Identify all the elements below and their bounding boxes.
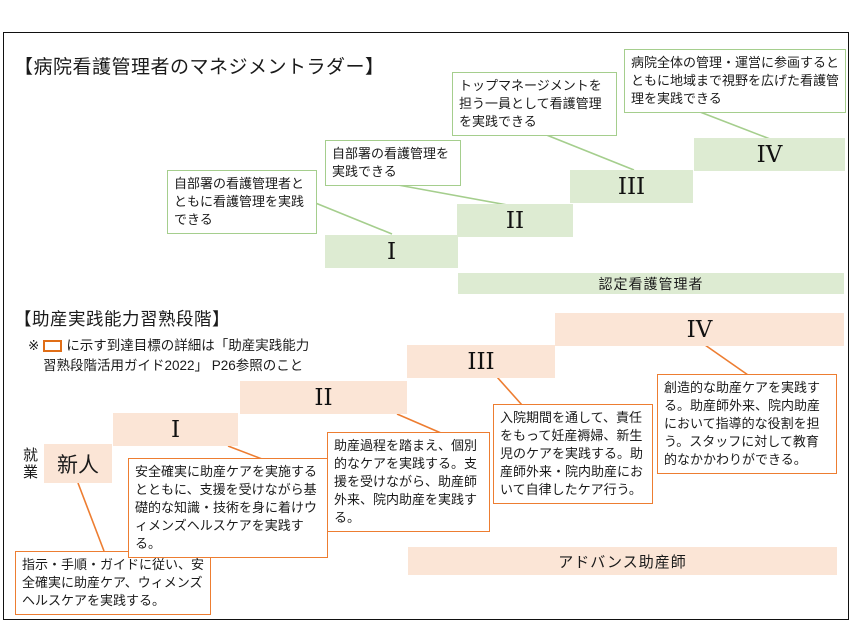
midwifery-step-2: II: [240, 381, 407, 414]
midwifery-step-1: I: [113, 413, 238, 446]
midwifery-step-3: III: [407, 345, 555, 378]
note-text-line1: に示す到達目標の詳細は「助産実践能力: [66, 338, 310, 353]
nursing-step-2: II: [457, 204, 573, 237]
note-text-line2: 習熟段階活用ガイド2022」 P26参照のこと: [43, 357, 304, 373]
nursing-step-2-callout: 自部署の看護管理を実践できる: [325, 140, 461, 186]
midwifery-step-3-label: III: [467, 348, 495, 375]
orange-box-legend-icon: [43, 339, 63, 352]
advanced-midwife-bar: アドバンス助産師: [408, 547, 837, 575]
nursing-step-1-callout: 自部署の看護管理者とともに看護管理を実践できる: [167, 170, 317, 234]
midwifery-ladder-title: 【助産実践能力習熟段階】: [14, 309, 230, 329]
employment-label: 就業: [21, 447, 38, 481]
nursing-step-1-label: I: [386, 238, 397, 265]
midwifery-step-2-label: II: [314, 384, 333, 411]
midwifery-step-2-callout: 助産過程を踏まえ、個別的なケアを実践する。支援を受けながら、助産師外来、院内助産…: [327, 432, 490, 532]
outer-frame: [3, 32, 849, 620]
nursing-step-2-label: II: [505, 207, 525, 234]
midwifery-step-3-callout: 入院期間を通して、責任をもって妊産褥婦、新生児のケアを実践する。助産師外来・院内…: [493, 404, 653, 504]
nursing-step-3-label: III: [617, 173, 646, 200]
midwifery-step-1-callout: 安全確実に助産ケアを実施するとともに、支援を受けながら基礎的な知識・技術を身に着…: [128, 458, 328, 558]
nursing-step-1: I: [325, 235, 458, 268]
nursing-step-4-callout: 病院全体の管理・運営に参画するとともに地域まで視野を広げた看護管理を実践できる: [624, 49, 846, 113]
note-marker: ※: [28, 338, 40, 353]
reference-note: ※ に示す到達目標の詳細は「助産実践能力 習熟段階活用ガイド2022」 P26参…: [28, 336, 368, 375]
midwifery-step-4: IV: [555, 313, 844, 346]
reference-note-line1: ※ に示す到達目標の詳細は「助産実践能力: [28, 336, 368, 356]
nursing-step-3-callout: トップマネージメントを担う一員として看護管理を実践できる: [452, 72, 617, 136]
nursing-step-4-label: IV: [756, 141, 783, 168]
nursing-ladder-title: 【病院看護管理者のマネジメントラダー】: [14, 57, 385, 78]
midwifery-step-4-label: IV: [686, 316, 713, 343]
nursing-step-3: III: [570, 170, 693, 203]
midwifery-step-1-label: I: [170, 416, 181, 443]
midwifery-step-newbie-label: 新人: [57, 453, 99, 477]
midwifery-newbie-callout: 指示・手順・ガイドに従い、安全確実に助産ケア、ウィメンズヘルスケアを実践する。: [15, 551, 211, 615]
midwifery-step-newbie: 新人: [44, 444, 112, 483]
certified-nurse-administrator-bar: 認定看護管理者: [458, 273, 844, 294]
nursing-step-4: IV: [694, 138, 845, 171]
midwifery-step-4-callout: 創造的な助産ケアを実践する。助産師外来、院内助産において指導的な役割を担う。スタ…: [657, 374, 837, 474]
